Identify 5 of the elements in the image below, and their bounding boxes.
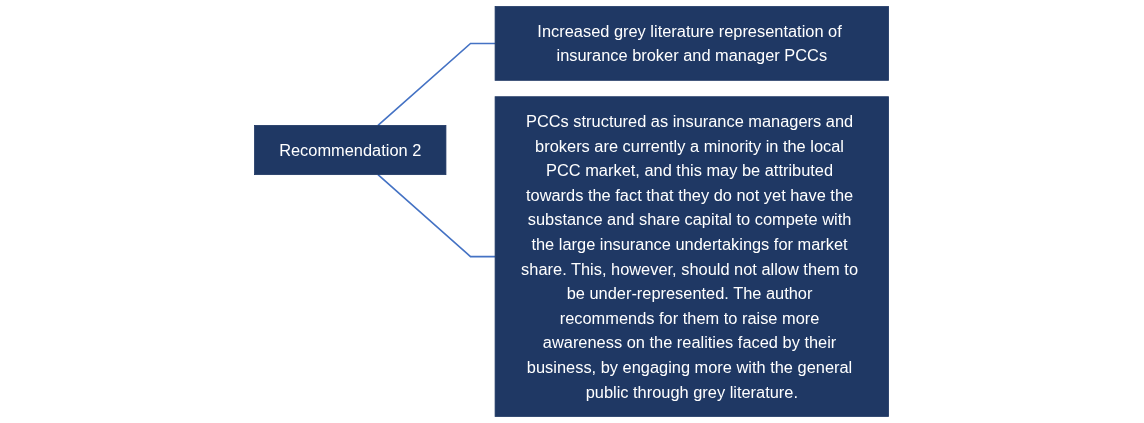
node-box: PCCs structured as insurance managers and brokers are currently a minority in the local PCC market, and this may be attributed towards the fact that they do not yet have the substance and share capital to compete with the large insurance undertakings for market share. This, however, should not allow them to be under-represented. The author recommends for them to raise more awareness on the realities faced by their business, by engaging more with the general public through grey literature. [495, 96, 890, 417]
node-box: Recommendation 2 [254, 125, 447, 175]
connector [377, 173, 497, 258]
node-box: Increased grey literature representation of insurance broker and manager PCCs [495, 6, 890, 81]
connector [377, 42, 497, 127]
